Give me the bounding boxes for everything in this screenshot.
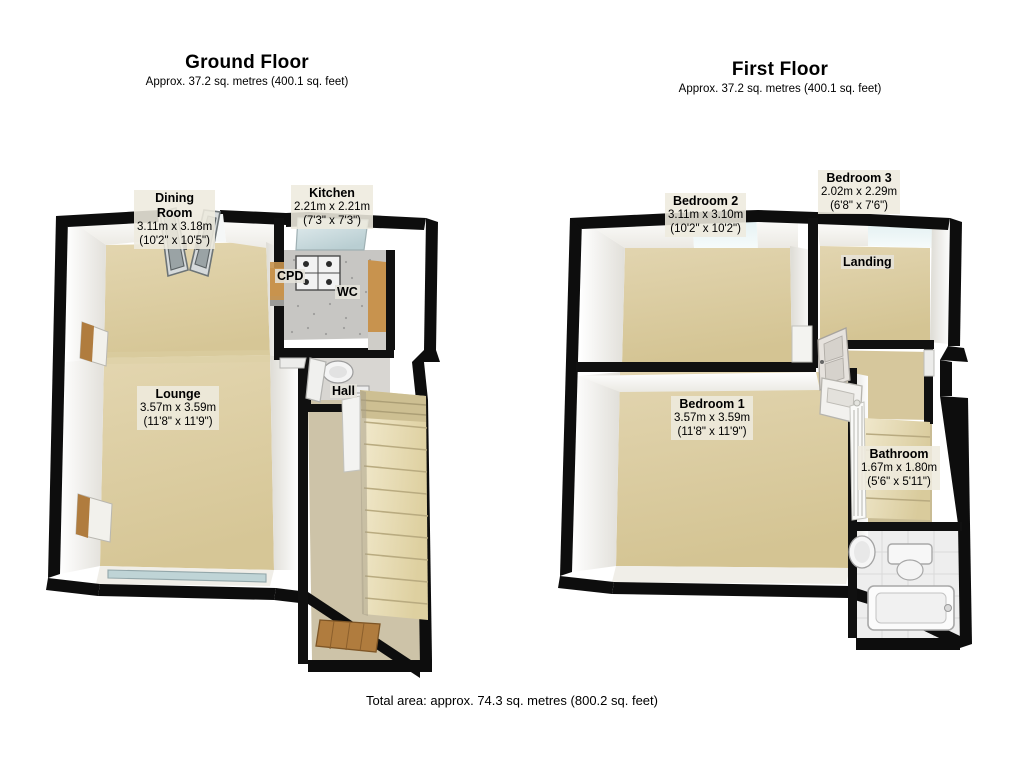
bathroom-imperial: (5'6" x 5'11") [867, 475, 931, 488]
bedroom-1-metric: 3.57m x 3.59m [674, 412, 751, 424]
first-floor-svg [558, 210, 972, 650]
ground-floor-subtitle: Approx. 37.2 sq. metres (400.1 sq. feet) [145, 76, 349, 88]
room-label-landing[interactable]: Landing [841, 255, 894, 269]
room-label-bathroom[interactable]: Bathroom 1.67m x 1.80m (5'6" x 5'11") [858, 446, 941, 490]
dining-room-name-line2: Room [156, 206, 193, 220]
bedroom-2-metric: 3.11m x 3.10m [668, 209, 744, 221]
bedroom-3-imperial: (6'8" x 7'6") [830, 199, 889, 212]
bathroom-name: Bathroom [869, 447, 929, 461]
kitchen-counter [368, 260, 386, 334]
lounge-name: Lounge [155, 387, 201, 401]
bedroom-3-name: Bedroom 3 [826, 171, 892, 185]
dining-room-floor[interactable] [104, 242, 270, 358]
kitchen-metric: 2.21m x 2.21m [294, 201, 371, 213]
kitchen-imperial: (7'3" x 7'3") [303, 214, 362, 227]
room-label-hall[interactable]: Hall [330, 384, 357, 398]
wc-door[interactable] [305, 357, 327, 403]
dining-room-name-line1: Dining [155, 191, 195, 205]
dining-radiator [79, 321, 109, 367]
lounge-imperial: (11'8" x 11'9") [143, 415, 213, 428]
bedroom-3-metric: 2.02m x 2.29m [821, 186, 898, 198]
bedroom-1-imperial: (11'8" x 11'9") [677, 425, 747, 438]
room-label-bedroom-2[interactable]: Bedroom 2 3.11m x 3.10m (10'2" x 10'2") [665, 193, 747, 237]
first-floor-title: First Floor [731, 59, 829, 80]
room-label-lounge[interactable]: Lounge 3.57m x 3.59m (11'8" x 11'9") [137, 386, 220, 430]
room-label-dining-room[interactable]: Dining Room 3.11m x 3.18m (10'2" x 10'5"… [134, 190, 216, 249]
room-label-bedroom-1[interactable]: Bedroom 1 3.57m x 3.59m (11'8" x 11'9") [671, 396, 754, 440]
kitchen-name: Kitchen [309, 186, 355, 200]
bedroom-2-floor[interactable] [622, 246, 792, 364]
bedroom-3-floor[interactable] [820, 246, 930, 342]
cpd-door[interactable] [279, 357, 307, 369]
bedroom-2-name: Bedroom 2 [672, 194, 739, 208]
dining-room-imperial: (10'2" x 10'5") [139, 234, 210, 247]
stair-balustrade [341, 395, 361, 473]
room-label-cpd[interactable]: CPD [275, 269, 306, 283]
first-floor-plan[interactable]: Bedroom 2 3.11m x 3.10m (10'2" x 10'2") … [520, 100, 1020, 650]
bedroom-1-name: Bedroom 1 [679, 397, 745, 411]
first-floor-title-block: First Floor Approx. 37.2 sq. metres (400… [600, 59, 960, 97]
total-area-footer: Total area: approx. 74.3 sq. metres (800… [366, 693, 658, 708]
hall-front-door[interactable] [315, 619, 381, 653]
first-floor-subtitle: Approx. 37.2 sq. metres (400.1 sq. feet) [678, 83, 882, 95]
bedroom-3-door[interactable] [817, 327, 851, 391]
room-label-kitchen[interactable]: Kitchen 2.21m x 2.21m (7'3" x 7'3") [291, 185, 374, 229]
bedroom-2-doorway[interactable] [791, 325, 813, 363]
ground-floor-svg [46, 207, 440, 678]
bathroom-fittings [848, 535, 955, 631]
landing-door-frames[interactable] [923, 349, 935, 377]
ground-floor-title: Ground Floor [185, 52, 309, 73]
ground-floor-plan[interactable]: Dining Room 3.11m x 3.18m (10'2" x 10'5"… [8, 100, 508, 678]
bedroom-2-imperial: (10'2" x 10'2") [670, 222, 741, 235]
lounge-radiator [75, 493, 113, 543]
room-label-bedroom-3[interactable]: Bedroom 3 2.02m x 2.29m (6'8" x 7'6") [818, 170, 901, 214]
ground-staircase[interactable] [341, 390, 429, 620]
ground-floor-title-block: Ground Floor Approx. 37.2 sq. metres (40… [67, 52, 427, 90]
room-label-wc[interactable]: WC [335, 285, 360, 299]
lounge-window [107, 569, 267, 583]
lounge-metric: 3.57m x 3.59m [140, 402, 217, 414]
bathroom-metric: 1.67m x 1.80m [861, 462, 938, 474]
dining-room-metric: 3.11m x 3.18m [137, 221, 213, 233]
